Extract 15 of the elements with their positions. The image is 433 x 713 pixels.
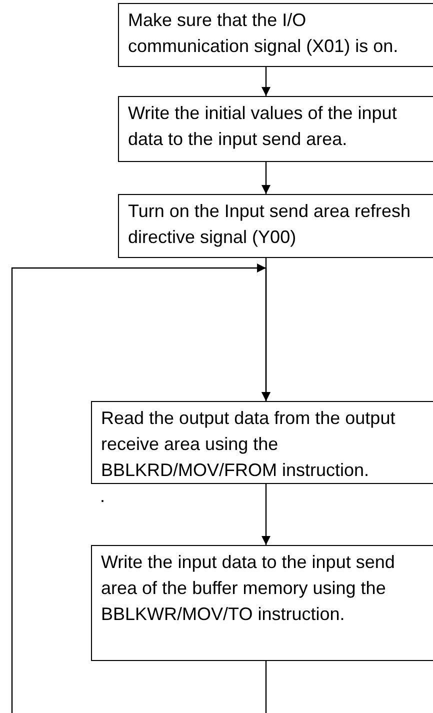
arrow	[262, 67, 270, 96]
arrow	[262, 484, 270, 545]
process-box	[118, 96, 433, 162]
arrow	[262, 162, 270, 194]
step-text: Write the input data to the input send area of the buffer memory using the BBLKWR/MOV/TO instruction.	[101, 551, 396, 626]
step-text: Read the output data from the output receive area using the BBLKRD/MOV/FROM instruction.	[101, 407, 396, 482]
process-box	[91, 401, 433, 484]
process-box	[118, 3, 433, 67]
process-box	[91, 545, 433, 661]
note-text: .	[100, 486, 106, 506]
step-text: Turn on the Input send area refresh directive signal (Y00)	[128, 200, 412, 249]
step-text: Write the initial values of the input data to the input send area.	[128, 102, 398, 151]
step-text: Make sure that the I/O communication signal (X01) is on.	[128, 9, 400, 58]
loop-arrow	[11, 264, 270, 713]
process-box	[118, 194, 433, 258]
